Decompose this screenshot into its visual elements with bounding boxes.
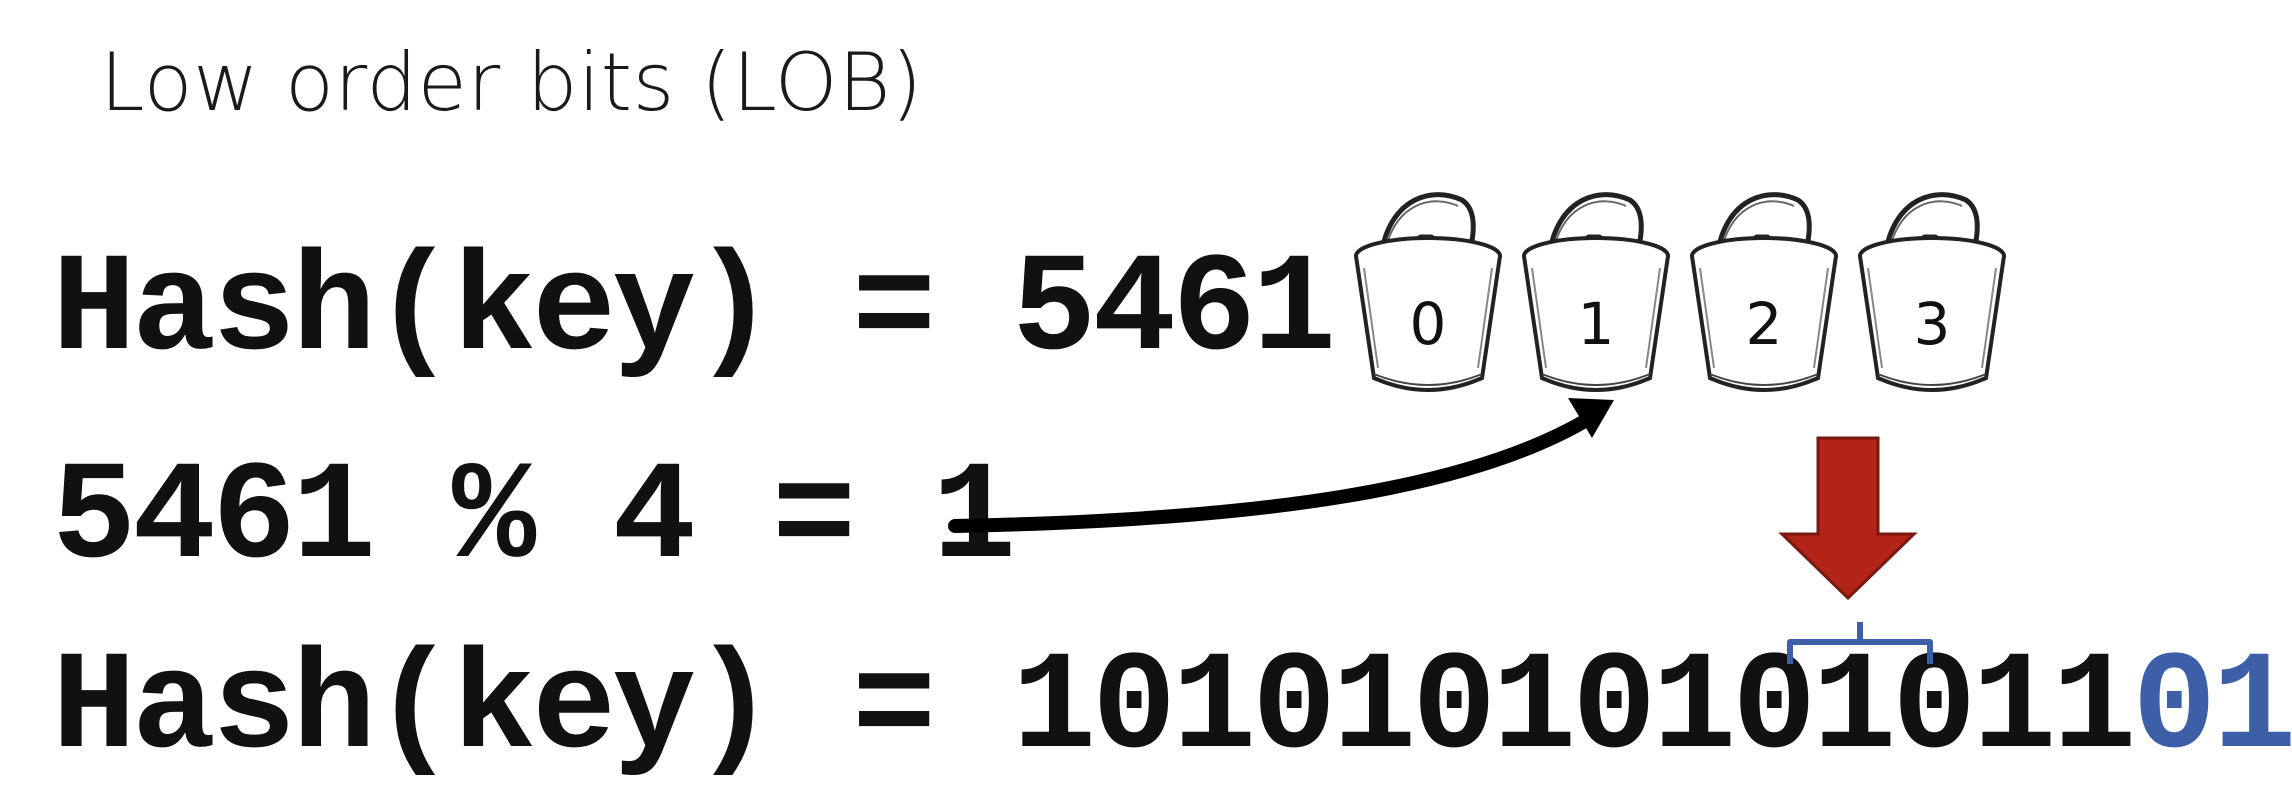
bucket-label: 3 [1913,290,1951,358]
bucket-icon [1690,192,1838,392]
hash-value-line: Hash(key) = 5461 [52,232,1336,391]
bucket-label: 1 [1577,290,1615,358]
bucket-1: 1 [1520,178,1672,396]
curved-arrow-head [1568,398,1614,438]
bucket-3: 3 [1856,178,2008,396]
bucket-2: 2 [1688,178,1840,396]
binary-prefix: Hash(key) = 10101010101011 [52,630,2136,789]
slide: Low order bits (LOB) Hash(key) = 5461 54… [52,36,2292,780]
bucket-icon [1522,192,1670,392]
slide-title: Low order bits (LOB) [100,36,923,129]
bucket-icon [1858,192,2006,392]
hash-binary-line: Hash(key) = 1010101010101101 [52,640,2292,780]
bucket-label: 2 [1745,290,1783,358]
down-arrow-icon [1778,436,1918,601]
modulo-line: 5461 % 4 = 1 [52,440,1016,599]
curved-arrow-icon [948,411,1597,533]
bucket-0: 0 [1352,178,1504,396]
bucket-label: 0 [1409,290,1447,358]
low-order-bits: 01 [2132,630,2292,789]
bucket-icon [1354,192,1502,392]
